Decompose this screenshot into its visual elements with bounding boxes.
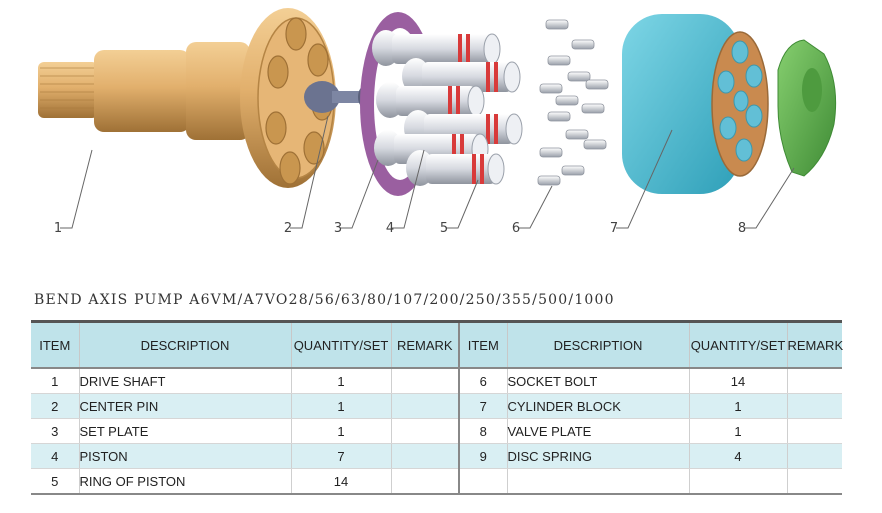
callout-6: 6 — [512, 221, 520, 236]
quantity-cell: 14 — [290, 468, 391, 495]
description-cell: CENTER PIN — [78, 393, 291, 419]
cylinder-body — [622, 14, 740, 194]
header-item: ITEM — [31, 321, 79, 368]
remark-cell — [390, 468, 459, 495]
item-cell: 2 — [31, 393, 79, 419]
table-title: BEND AXIS PUMP A6VM/A7VO28/56/63/80/107/… — [34, 292, 615, 308]
callout-4: 4 — [386, 221, 394, 236]
callout-3: 3 — [334, 221, 342, 236]
header-quantity: QUANTITY/SET — [290, 321, 391, 368]
item-cell: 3 — [31, 418, 79, 444]
quantity-cell: 1 — [688, 418, 787, 444]
table-header-row: ITEM DESCRIPTION QUANTITY/SET REMARK ITE… — [31, 321, 843, 368]
shaft-body — [94, 50, 190, 132]
header-description: DESCRIPTION — [78, 321, 291, 368]
shaft-spline — [38, 62, 98, 118]
callout-2: 2 — [284, 221, 292, 236]
drive-shaft-part — [38, 8, 336, 188]
valve-plate-part — [777, 39, 837, 177]
item-cell: 9 — [458, 443, 507, 469]
quantity-cell: 1 — [688, 393, 787, 419]
header-remark-right: REMARK — [786, 321, 843, 368]
center-pin-ball — [304, 81, 340, 113]
item-cell: 5 — [31, 468, 79, 495]
description-cell: RING OF PISTON — [78, 468, 291, 495]
table-row: 2 CENTER PIN 1 7 CYLINDER BLOCK 1 — [31, 393, 842, 419]
description-cell: DISC SPRING — [506, 443, 689, 469]
header-quantity-right: QUANTITY/SET — [688, 321, 787, 368]
exploded-view-illustration: 1 2 3 4 5 6 7 8 — [38, 8, 837, 236]
socket-bolts-part — [537, 19, 609, 186]
shaft-collar — [186, 42, 250, 140]
item-cell: 7 — [458, 393, 507, 419]
cylinder-bores — [717, 40, 763, 162]
remark-cell — [390, 368, 459, 394]
quantity-cell: 1 — [290, 393, 391, 419]
header-item-right: ITEM — [458, 321, 507, 368]
description-cell: PISTON — [78, 443, 291, 469]
remark-cell — [390, 443, 459, 469]
item-cell: 6 — [458, 368, 507, 394]
remark-cell — [786, 443, 842, 469]
piston — [406, 150, 505, 186]
quantity-cell: 4 — [688, 443, 787, 469]
remark-cell — [786, 468, 842, 495]
parts-table: ITEM DESCRIPTION QUANTITY/SET REMARK ITE… — [31, 320, 843, 495]
leader-lines — [60, 115, 795, 229]
item-cell — [458, 468, 507, 495]
pistons-part — [372, 30, 523, 186]
callout-7: 7 — [610, 221, 618, 236]
table-row: 5 RING OF PISTON 14 — [31, 468, 842, 495]
description-cell: CYLINDER BLOCK — [506, 393, 689, 419]
quantity-cell — [688, 468, 787, 495]
spline-ridges — [40, 67, 97, 109]
description-cell: VALVE PLATE — [506, 418, 689, 444]
remark-cell — [786, 418, 842, 444]
description-cell: SOCKET BOLT — [506, 368, 689, 394]
remark-cell — [390, 393, 459, 419]
table-row: 3 SET PLATE 1 8 VALVE PLATE 1 — [31, 418, 842, 444]
remark-cell — [390, 418, 459, 444]
cylinder-block-part — [622, 14, 769, 194]
remark-cell — [786, 393, 842, 419]
description-cell: SET PLATE — [78, 418, 291, 444]
table-row: 4 PISTON 7 9 DISC SPRING 4 — [31, 443, 842, 469]
table-row: 1 DRIVE SHAFT 1 6 SOCKET BOLT 14 — [31, 368, 842, 394]
description-cell: DRIVE SHAFT — [78, 368, 291, 394]
valve-plate-port — [802, 68, 822, 112]
quantity-cell: 7 — [290, 443, 391, 469]
header-remark: REMARK — [390, 321, 459, 368]
quantity-cell: 1 — [290, 368, 391, 394]
callout-5: 5 — [440, 221, 448, 236]
piston — [372, 30, 501, 66]
quantity-cell: 14 — [688, 368, 787, 394]
callout-1: 1 — [54, 221, 62, 236]
item-cell: 1 — [31, 368, 79, 394]
description-cell — [506, 468, 689, 495]
item-cell: 8 — [458, 418, 507, 444]
header-description-right: DESCRIPTION — [506, 321, 689, 368]
quantity-cell: 1 — [290, 418, 391, 444]
item-cell: 4 — [31, 443, 79, 469]
piston — [402, 58, 521, 94]
piston — [376, 82, 485, 118]
callout-8: 8 — [738, 221, 746, 236]
remark-cell — [786, 368, 842, 394]
